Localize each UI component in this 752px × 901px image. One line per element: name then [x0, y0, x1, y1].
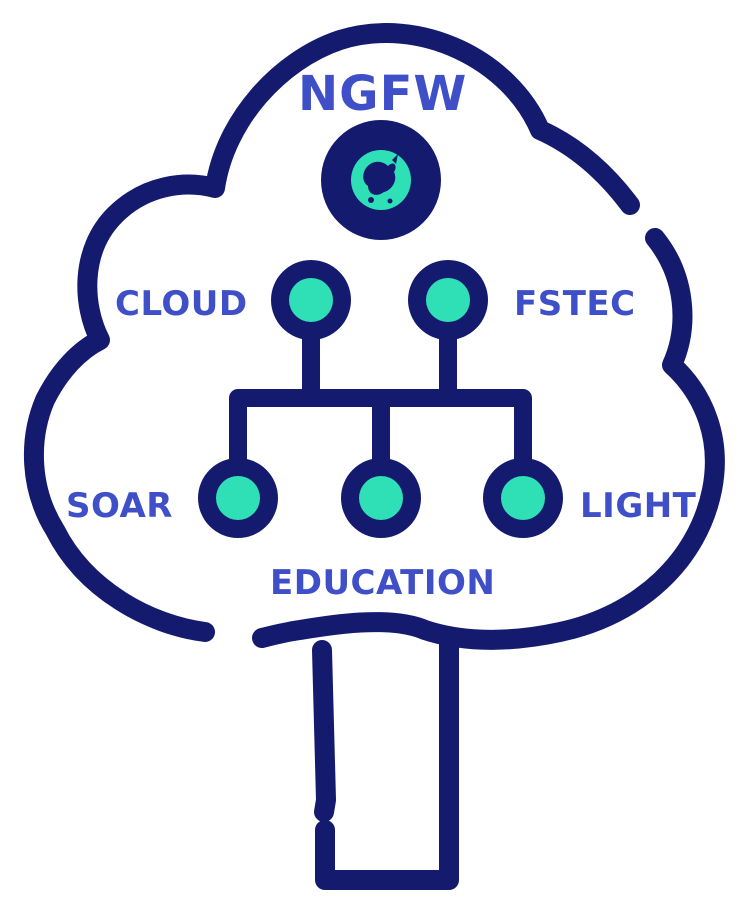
label-light: LIGHT: [580, 486, 697, 526]
canopy-outline: [23, 23, 640, 642]
node-soar: [198, 458, 278, 538]
label-education: EDUCATION: [270, 563, 496, 603]
canopy-outline-right: [252, 228, 725, 650]
connector-lines: [229, 295, 532, 469]
node-cloud: [271, 260, 351, 340]
node-education: [341, 458, 421, 538]
label-fstec: FSTEC: [514, 284, 636, 324]
griffin-emblem-icon: [363, 154, 398, 204]
label-cloud: CLOUD: [115, 284, 248, 324]
ngfw-logo-node: [321, 120, 441, 240]
label-soar: SOAR: [66, 486, 173, 526]
trunk-outline: [312, 630, 459, 890]
node-fstec: [408, 260, 488, 340]
label-ngfw: NGFW: [298, 66, 468, 122]
node-light: [483, 458, 563, 538]
